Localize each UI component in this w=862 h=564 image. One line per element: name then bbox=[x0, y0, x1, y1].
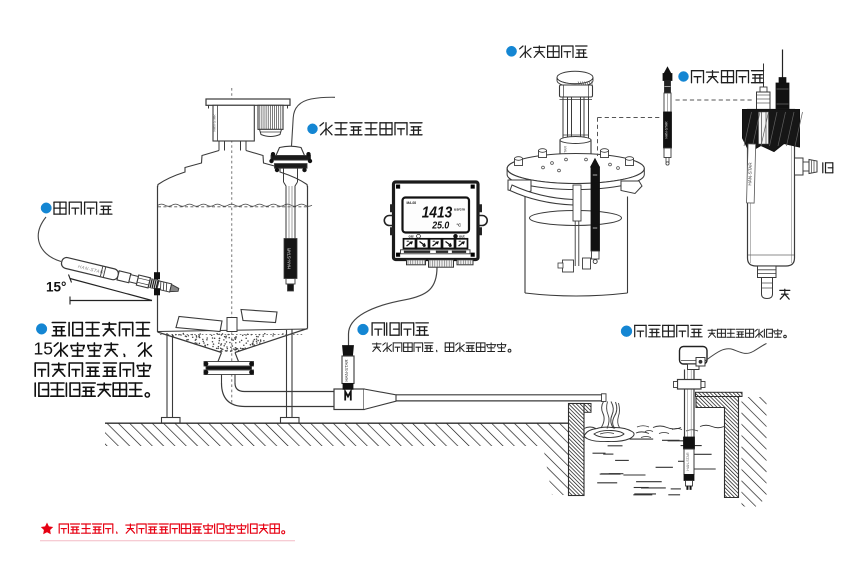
svg-text:cal: cal bbox=[409, 235, 414, 239]
svg-text:HAN-STAR: HAN-STAR bbox=[747, 162, 753, 186]
svg-text:25.0: 25.0 bbox=[431, 220, 449, 231]
svg-text:HAN-STAR: HAN-STAR bbox=[287, 248, 292, 269]
svg-text:1413: 1413 bbox=[422, 205, 453, 222]
svg-text:HAN-STAR: HAN-STAR bbox=[77, 264, 104, 275]
svg-text:MA-08: MA-08 bbox=[407, 201, 417, 205]
svg-text:15°: 15° bbox=[46, 280, 66, 295]
svg-text:15: 15 bbox=[34, 338, 53, 358]
svg-text:us/cm: us/cm bbox=[454, 208, 466, 212]
svg-text:°C: °C bbox=[457, 223, 462, 228]
svg-text:HAN-STAR: HAN-STAR bbox=[213, 114, 217, 132]
svg-text:out: out bbox=[459, 235, 465, 239]
svg-text:HAN-STAR: HAN-STAR bbox=[344, 359, 349, 381]
svg-text:HAN-STAR: HAN-STAR bbox=[686, 452, 690, 471]
svg-text:HAN-STAR: HAN-STAR bbox=[665, 121, 669, 139]
